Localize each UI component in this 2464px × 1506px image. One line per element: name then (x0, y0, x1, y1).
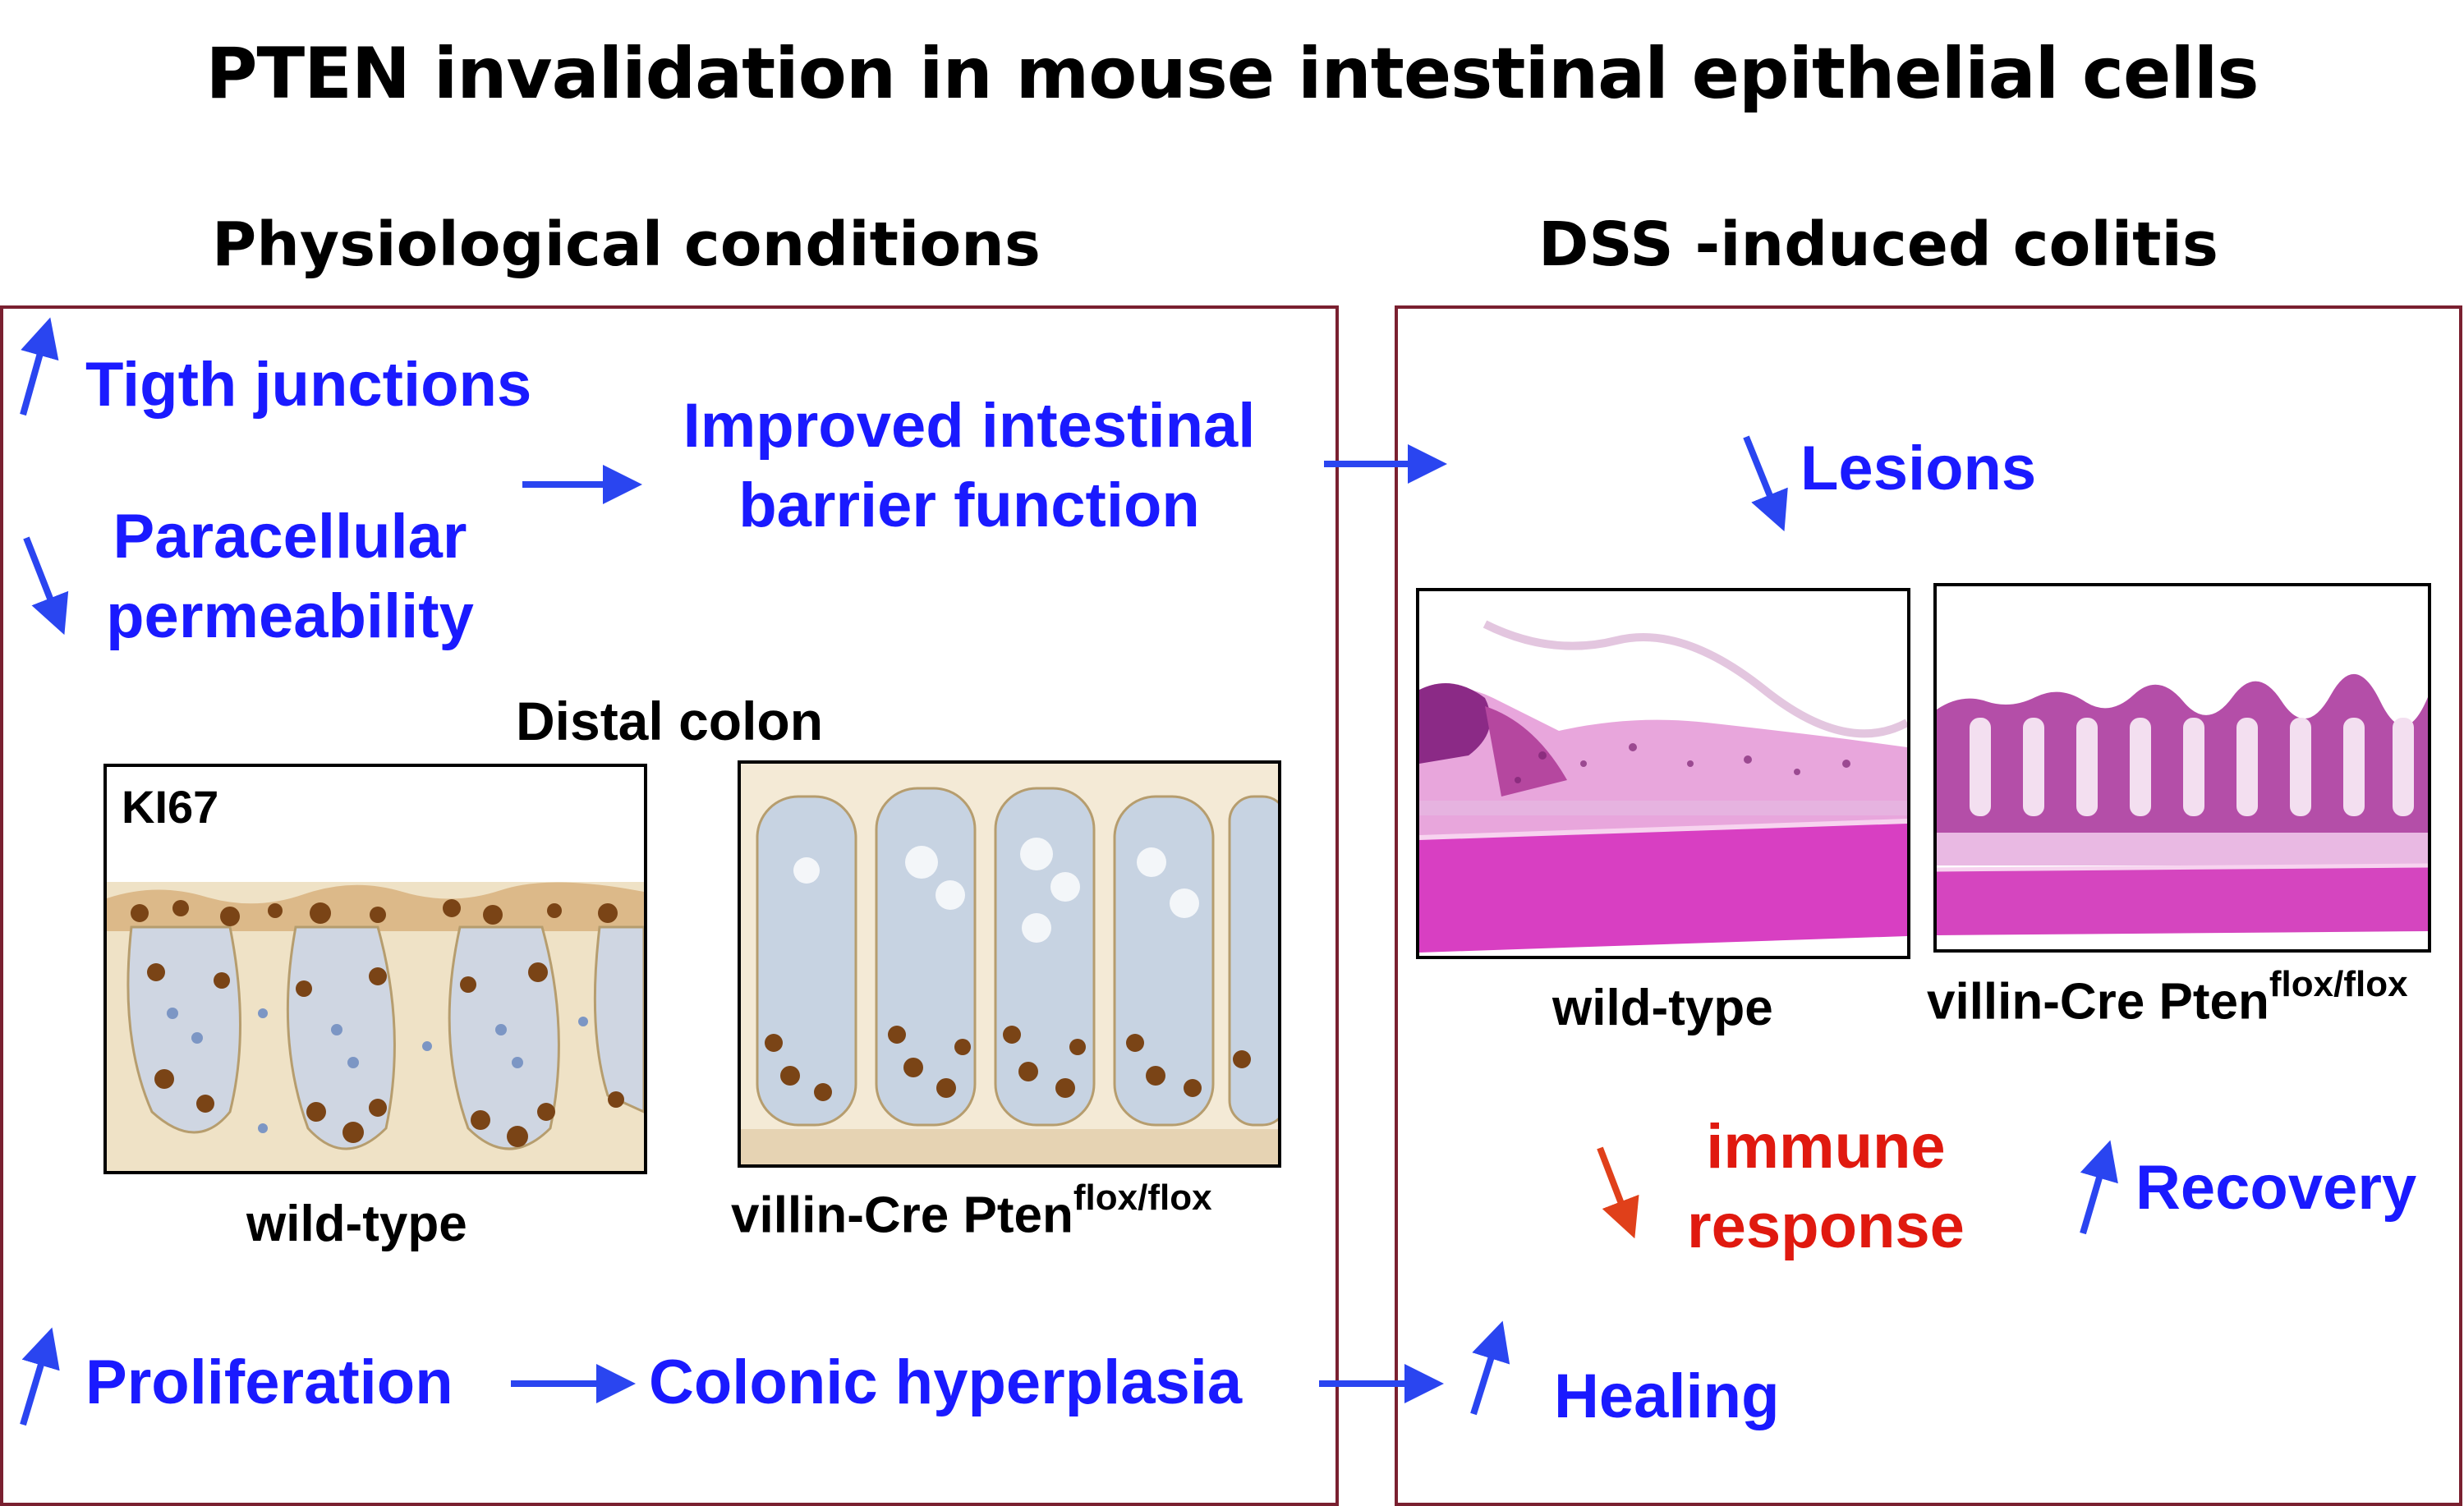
page-title: PTEN invalidation in mouse intestinal ep… (205, 33, 2259, 115)
paracellular-permeability-label: Paracellular permeability (89, 497, 491, 657)
down-arrow-icon (1597, 1146, 1639, 1239)
he-villin-cre-image (1933, 583, 2431, 953)
left-villin-cre-label: villin-Cre Ptenflox/flox (731, 1178, 1212, 1245)
up-arrow-icon (20, 1327, 60, 1426)
up-arrow-icon (20, 317, 59, 416)
barrier-line1: Improved intestinal (683, 391, 1256, 461)
ki67-wild-type-image (103, 764, 647, 1174)
up-arrow-icon (1470, 1320, 1510, 1416)
he-wild-type-image (1416, 588, 1910, 959)
lesions-label: Lesions (1800, 434, 2037, 503)
proliferation-label: Proliferation (85, 1348, 453, 1417)
left-panel-heading: Physiological conditions (212, 209, 1041, 280)
left-wild-type-label: wild-type (246, 1196, 467, 1252)
right-villin-cre-main: villin-Cre Pten (1927, 973, 2269, 1031)
distal-colon-label: Distal colon (516, 691, 824, 751)
left-villin-cre-sup: flox/flox (1073, 1178, 1212, 1218)
barrier-line2: barrier function (738, 471, 1200, 541)
barrier-function-label: Improved intestinal barrier function (632, 386, 1306, 546)
right-panel-heading: DSS -induced colitis (1538, 209, 2218, 280)
right-wild-type-label: wild-type (1552, 980, 1773, 1036)
right-villin-cre-sup: flox/flox (2269, 964, 2408, 1004)
paracellular-line2: permeability (106, 581, 474, 652)
right-villin-cre-label: villin-Cre Ptenflox/flox (1927, 964, 2408, 1031)
immune-response-label: immune response (1649, 1107, 2002, 1267)
down-arrow-icon (1743, 435, 1788, 532)
tight-junctions-label: Tigth junctions (85, 350, 532, 420)
paracellular-line1: Paracellular (113, 502, 467, 572)
up-arrow-icon (2080, 1140, 2118, 1235)
ki67-villin-cre-image (738, 760, 1281, 1168)
down-arrow-icon (23, 536, 69, 636)
ki67-label: KI67 (122, 781, 219, 833)
immune-line2: response (1687, 1191, 1965, 1262)
colonic-hyperplasia-label: Colonic hyperplasia (649, 1348, 1243, 1417)
healing-label: Healing (1554, 1361, 1780, 1431)
left-villin-cre-main: villin-Cre Pten (731, 1187, 1073, 1244)
recovery-label: Recovery (2135, 1153, 2417, 1223)
immune-line1: immune (1706, 1112, 1946, 1182)
